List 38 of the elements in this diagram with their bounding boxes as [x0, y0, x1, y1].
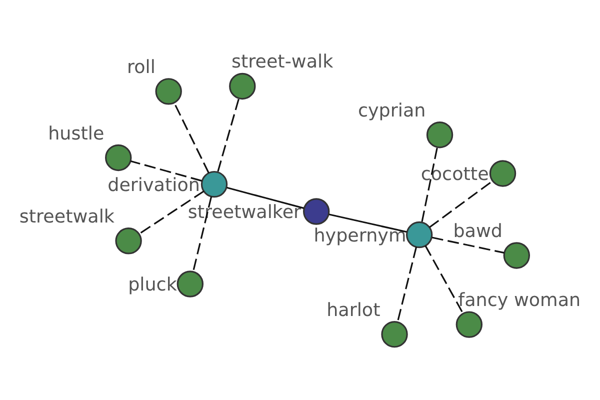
node-circle — [115, 228, 142, 254]
node-circle — [303, 198, 330, 225]
connector — [432, 236, 504, 254]
connector — [217, 98, 240, 172]
node-circle — [381, 320, 408, 348]
connector — [421, 147, 438, 222]
connector — [138, 190, 204, 235]
node-circle — [503, 242, 530, 269]
node-circle — [105, 144, 132, 172]
node-label: street-walk — [231, 52, 334, 73]
connector — [130, 160, 202, 182]
node-label: harlot — [326, 300, 380, 321]
node-circle — [406, 221, 433, 248]
node-label: hustle — [48, 123, 104, 144]
node-label: fancy woman — [458, 290, 581, 312]
connector — [174, 102, 210, 174]
node-circle — [155, 78, 182, 105]
node-label: cocotte — [420, 164, 489, 186]
connector — [429, 180, 493, 228]
node-circle — [489, 160, 516, 187]
node-label: streetwalk — [19, 206, 115, 228]
node-circle — [456, 311, 483, 338]
node-label: derivation — [108, 174, 200, 196]
connector — [192, 196, 212, 272]
node-circle — [176, 270, 204, 298]
node-label: pluck — [128, 274, 177, 296]
node-circle — [426, 122, 454, 148]
node-circle — [200, 170, 228, 198]
node-label: roll — [127, 56, 156, 78]
connector — [328, 214, 407, 233]
connector — [396, 246, 418, 322]
node-label: streetwalker — [188, 202, 302, 224]
node-label: hypernym — [314, 225, 406, 246]
connector — [226, 186, 304, 209]
node-label: cyprian — [358, 100, 426, 122]
node-label: bawd — [453, 220, 503, 242]
node-circle — [229, 72, 256, 100]
connector — [424, 245, 464, 314]
